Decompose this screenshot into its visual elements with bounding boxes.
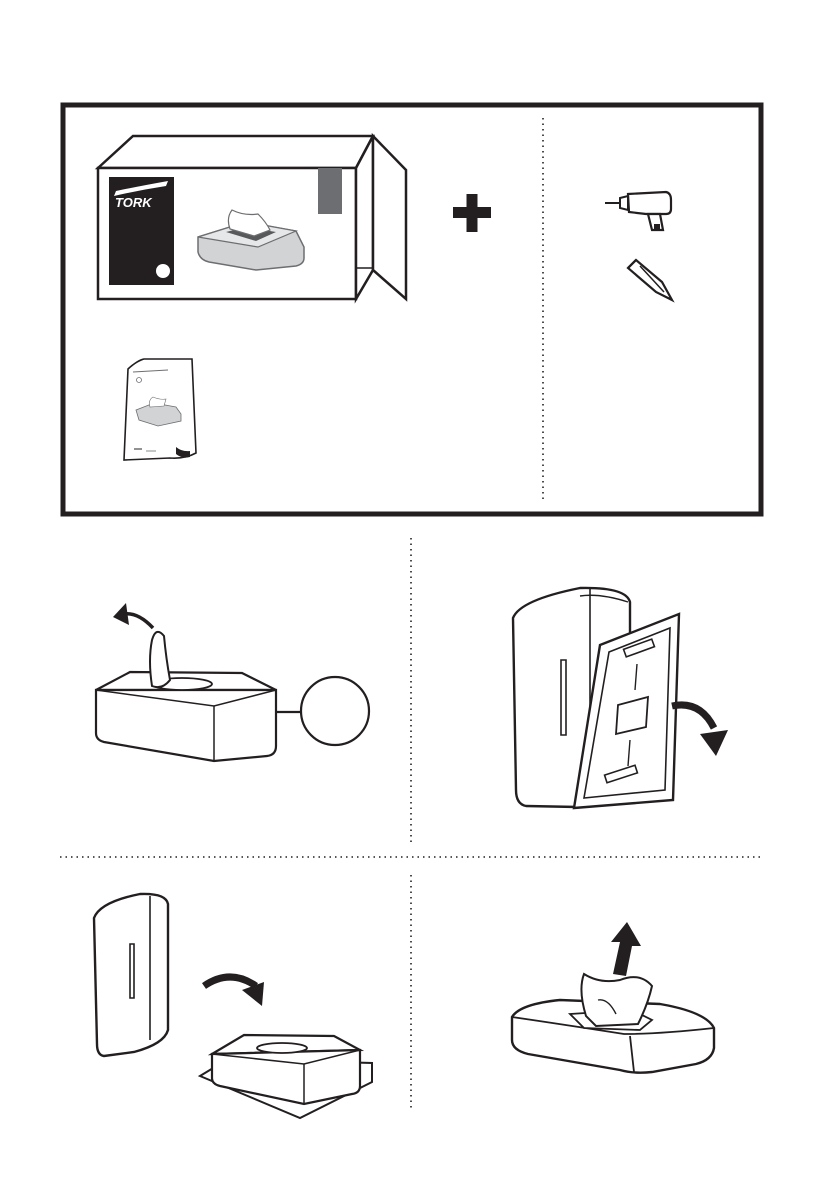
step-3-illustration xyxy=(94,894,372,1118)
plus-icon xyxy=(453,194,491,232)
tork-logo-text: TORK xyxy=(115,195,153,210)
step-1-illustration xyxy=(96,603,369,761)
instruction-leaflet xyxy=(124,359,196,460)
step-2-illustration xyxy=(513,588,728,808)
drill-icon xyxy=(605,192,671,230)
carton-illustration xyxy=(98,136,406,299)
step-4-illustration xyxy=(512,922,714,1073)
screwdriver-bit-icon xyxy=(628,260,672,300)
